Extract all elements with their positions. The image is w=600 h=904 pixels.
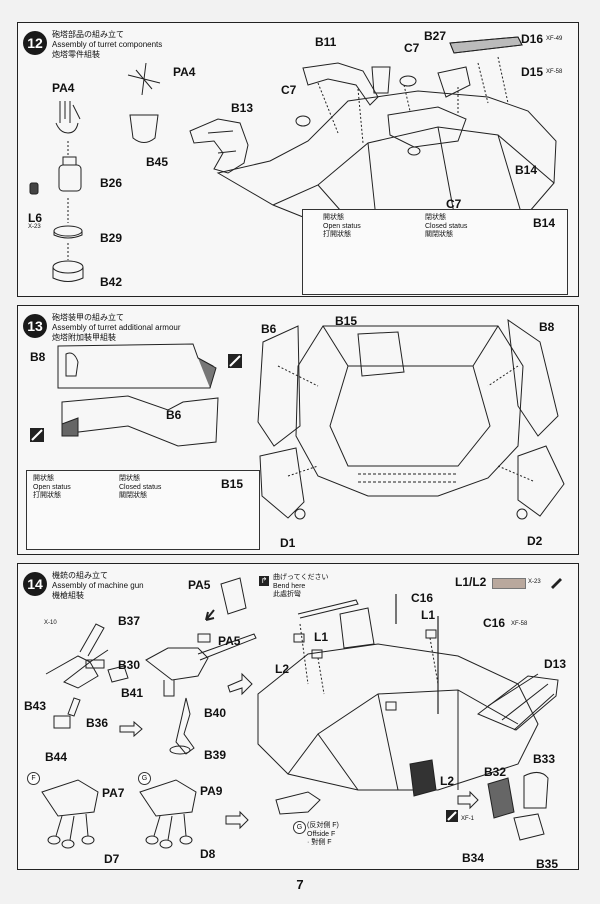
label-b30: B30 xyxy=(118,658,141,672)
step-title-en: Assembly of turret additional armour xyxy=(52,323,181,332)
step-14-drawing xyxy=(41,577,559,849)
label-b14: B14 xyxy=(533,216,556,230)
open-status-label: 開状態 Open status 打開狀態 xyxy=(33,475,71,499)
label-b15: B15 xyxy=(221,477,244,491)
label-b6: B6 xyxy=(261,322,277,336)
paint-code: X-23 xyxy=(528,579,541,585)
label-b37: B37 xyxy=(118,614,141,628)
step-title: 機銃の組み立て Assembly of machine gun 機槍組裝 xyxy=(52,571,144,601)
label-l1: L1 xyxy=(314,630,329,644)
label-b35: B35 xyxy=(536,857,559,871)
label-c16: C16 xyxy=(411,591,434,605)
step-title-jp: 砲塔装甲の組み立て xyxy=(52,313,124,322)
step-number: 14 xyxy=(23,572,47,596)
label-b26: B26 xyxy=(100,176,123,190)
label-d13: D13 xyxy=(544,657,567,671)
paint-code: XF-58 xyxy=(511,621,528,627)
label-b44: B44 xyxy=(45,750,68,764)
step-number: 12 xyxy=(23,31,47,55)
bend-icon: ↱ xyxy=(259,576,269,586)
location-marker-g: G xyxy=(293,821,306,834)
label-b11: B11 xyxy=(315,35,337,49)
label-c7: C7 xyxy=(404,41,420,55)
label-b45: B45 xyxy=(146,155,169,169)
closed-status-label: 閉状態 Closed status 關閉狀態 xyxy=(119,475,162,499)
label-d15: D15 xyxy=(521,65,544,79)
step-title-en: Assembly of machine gun xyxy=(52,581,144,590)
paint-code: XF-1 xyxy=(461,816,475,822)
location-marker-g: G xyxy=(138,772,151,785)
paint-code: XF-49 xyxy=(546,36,563,42)
label-d7: D7 xyxy=(104,852,120,866)
open-status-label: 開状態 Open status 打開狀態 xyxy=(323,214,361,238)
paint-code: X-23 xyxy=(28,224,41,230)
step-title-cn: 炮塔零件組裝 xyxy=(52,50,100,59)
step-title: 砲塔部品の組み立て Assembly of turret components … xyxy=(52,30,162,60)
label-b8: B8 xyxy=(30,350,46,364)
paint-swatch xyxy=(492,578,526,589)
step-title-en: Assembly of turret components xyxy=(52,40,163,49)
step-title-cn: 炮塔附加裝甲組裝 xyxy=(52,333,116,342)
label-c16: C16 xyxy=(483,616,506,630)
label-b32: B32 xyxy=(484,765,507,779)
label-b41: B41 xyxy=(121,686,144,700)
label-b13: B13 xyxy=(231,101,254,115)
step-12-panel: 12 砲塔部品の組み立て Assembly of turret componen… xyxy=(17,22,579,297)
label-pa9: PA9 xyxy=(200,784,223,798)
step-title-jp: 機銃の組み立て xyxy=(52,571,108,580)
label-b39: B39 xyxy=(204,748,227,762)
label-b6: B6 xyxy=(166,408,182,422)
label-pa4: PA4 xyxy=(52,81,75,95)
label-d16: D16 xyxy=(521,32,544,46)
brush-icon xyxy=(548,574,564,590)
paint-code: X-10 xyxy=(44,620,57,626)
step-14-panel: 14 機銃の組み立て Assembly of machine gun 機槍組裝 xyxy=(17,563,579,871)
label-d8: D8 xyxy=(200,847,216,861)
hatch-status-inset: 開状態 Open status 打開狀態 閉状態 Closed status 關… xyxy=(302,209,568,295)
label-l1: L1 xyxy=(421,608,436,622)
label-l2: L2 xyxy=(440,774,455,788)
label-pa7: PA7 xyxy=(102,786,125,800)
step-title-cn: 機槍組裝 xyxy=(52,591,84,600)
step-title: 砲塔装甲の組み立て Assembly of turret additional … xyxy=(52,313,181,343)
step-title-jp: 砲塔部品の組み立て xyxy=(52,30,124,39)
label-c7: C7 xyxy=(281,83,297,97)
step-13-panel: 13 砲塔装甲の組み立て Assembly of turret addition… xyxy=(17,305,579,555)
label-b15: B15 xyxy=(335,314,358,328)
label-d1: D1 xyxy=(280,536,296,550)
label-pa5: PA5 xyxy=(188,578,211,592)
label-c7: C7 xyxy=(446,197,462,211)
label-b40: B40 xyxy=(204,706,227,720)
page-number: 7 xyxy=(296,877,304,892)
location-marker-f: F xyxy=(27,772,40,785)
label-b29: B29 xyxy=(100,231,123,245)
label-d2: D2 xyxy=(527,534,543,548)
label-b43: B43 xyxy=(24,699,47,713)
label-b36: B36 xyxy=(86,716,109,730)
label-l1-l2: L1/L2 xyxy=(455,575,487,589)
offside-note: (反対側 F) Offside F · 對側 F xyxy=(307,822,339,846)
hatch-status-inset: 開状態 Open status 打開狀態 閉状態 Closed status 關… xyxy=(26,470,260,550)
label-b8: B8 xyxy=(539,320,555,334)
label-b34: B34 xyxy=(462,851,485,865)
label-pa4: PA4 xyxy=(173,65,196,79)
paint-code: XF-58 xyxy=(546,69,563,75)
bend-here-note: 曲げってください Bend here 此處折彎 xyxy=(273,574,329,598)
label-b33: B33 xyxy=(533,752,556,766)
label-l6: L6 xyxy=(28,211,43,225)
step-number: 13 xyxy=(23,314,47,338)
label-l2: L2 xyxy=(275,662,290,676)
label-b27: B27 xyxy=(424,29,447,43)
label-b42: B42 xyxy=(100,275,123,289)
label-pa5: PA5 xyxy=(218,634,241,648)
arrow-icon xyxy=(446,810,458,822)
closed-status-label: 閉状態 Closed status 關閉狀態 xyxy=(425,214,468,238)
label-b14: B14 xyxy=(515,163,538,177)
